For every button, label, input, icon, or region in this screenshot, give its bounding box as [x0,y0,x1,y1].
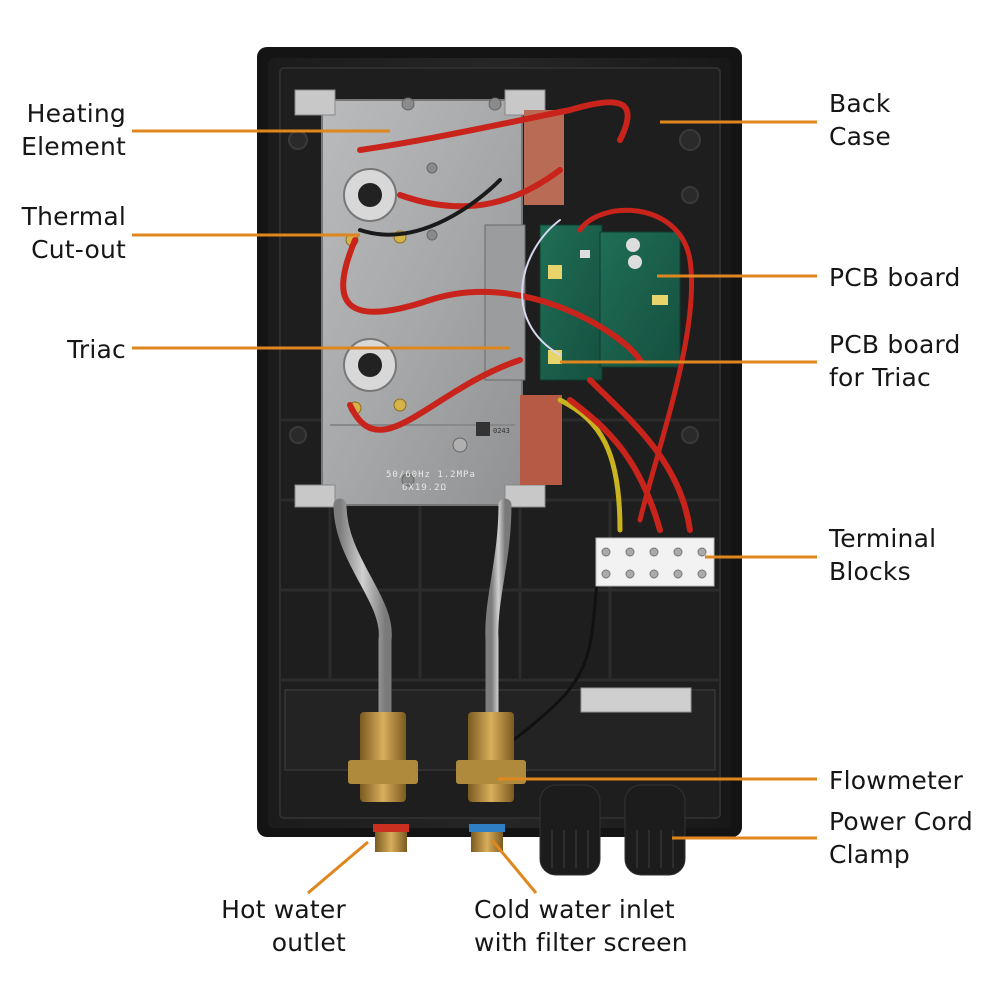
plate-marking-line-2: 6X19.2Ω [402,483,447,493]
label-pcb-triac: PCB board for Triac [829,328,961,394]
label-thermal-cutout: Thermal Cut-out [22,200,126,266]
label-line: Hot water [221,895,346,924]
label-line: Element [21,132,126,161]
label-line: Power Cord [829,807,973,836]
label-triac: Triac [67,333,126,366]
plate-marking-line-1: 50/60Hz 1.2MPa [386,470,476,480]
label-line: Cold water inlet [474,895,675,924]
label-line: Case [829,122,891,151]
label-line: Cut-out [31,235,126,264]
label-line: Back [829,89,891,118]
label-line: for Triac [829,363,932,392]
label-back-case: Back Case [829,87,891,153]
label-pcb-board: PCB board [829,261,961,294]
leader-cold-water-inlet [490,839,538,894]
plate-code: 0243 [493,427,510,435]
cold-water-inlet-fitting [469,824,505,852]
label-line: PCB board [829,330,961,359]
label-hot-water-outlet: Hot water outlet [221,893,346,959]
label-line: Thermal [21,202,126,231]
thermal-cutout [343,168,407,415]
label-line: Flowmeter [829,766,964,795]
label-line: outlet [271,928,346,957]
label-line: Triac [67,335,126,364]
label-line: Blocks [829,557,911,586]
triac-heatsink [484,224,526,381]
label-terminal-blocks: Terminal Blocks [829,522,936,588]
label-cold-water-inlet: Cold water inlet with filter screen [474,893,688,959]
label-line: with filter screen [474,928,688,957]
terminal-blocks [580,537,715,713]
label-line: PCB board [829,263,961,292]
warning-sticker [580,687,692,713]
water-pipes [333,498,512,722]
pcb-board [539,224,681,381]
power-cord-clamp [539,784,686,876]
label-line: Terminal [829,524,937,553]
label-heating-element: Heating Element [21,97,126,163]
leader-lines [132,120,817,895]
label-line: Heating [26,99,126,128]
label-line: Clamp [829,840,910,869]
label-flowmeter: Flowmeter [829,764,963,797]
leader-hot-water-outlet [307,840,369,895]
label-power-cord-clamp: Power Cord Clamp [829,805,973,871]
hot-water-outlet-fitting [373,824,409,852]
